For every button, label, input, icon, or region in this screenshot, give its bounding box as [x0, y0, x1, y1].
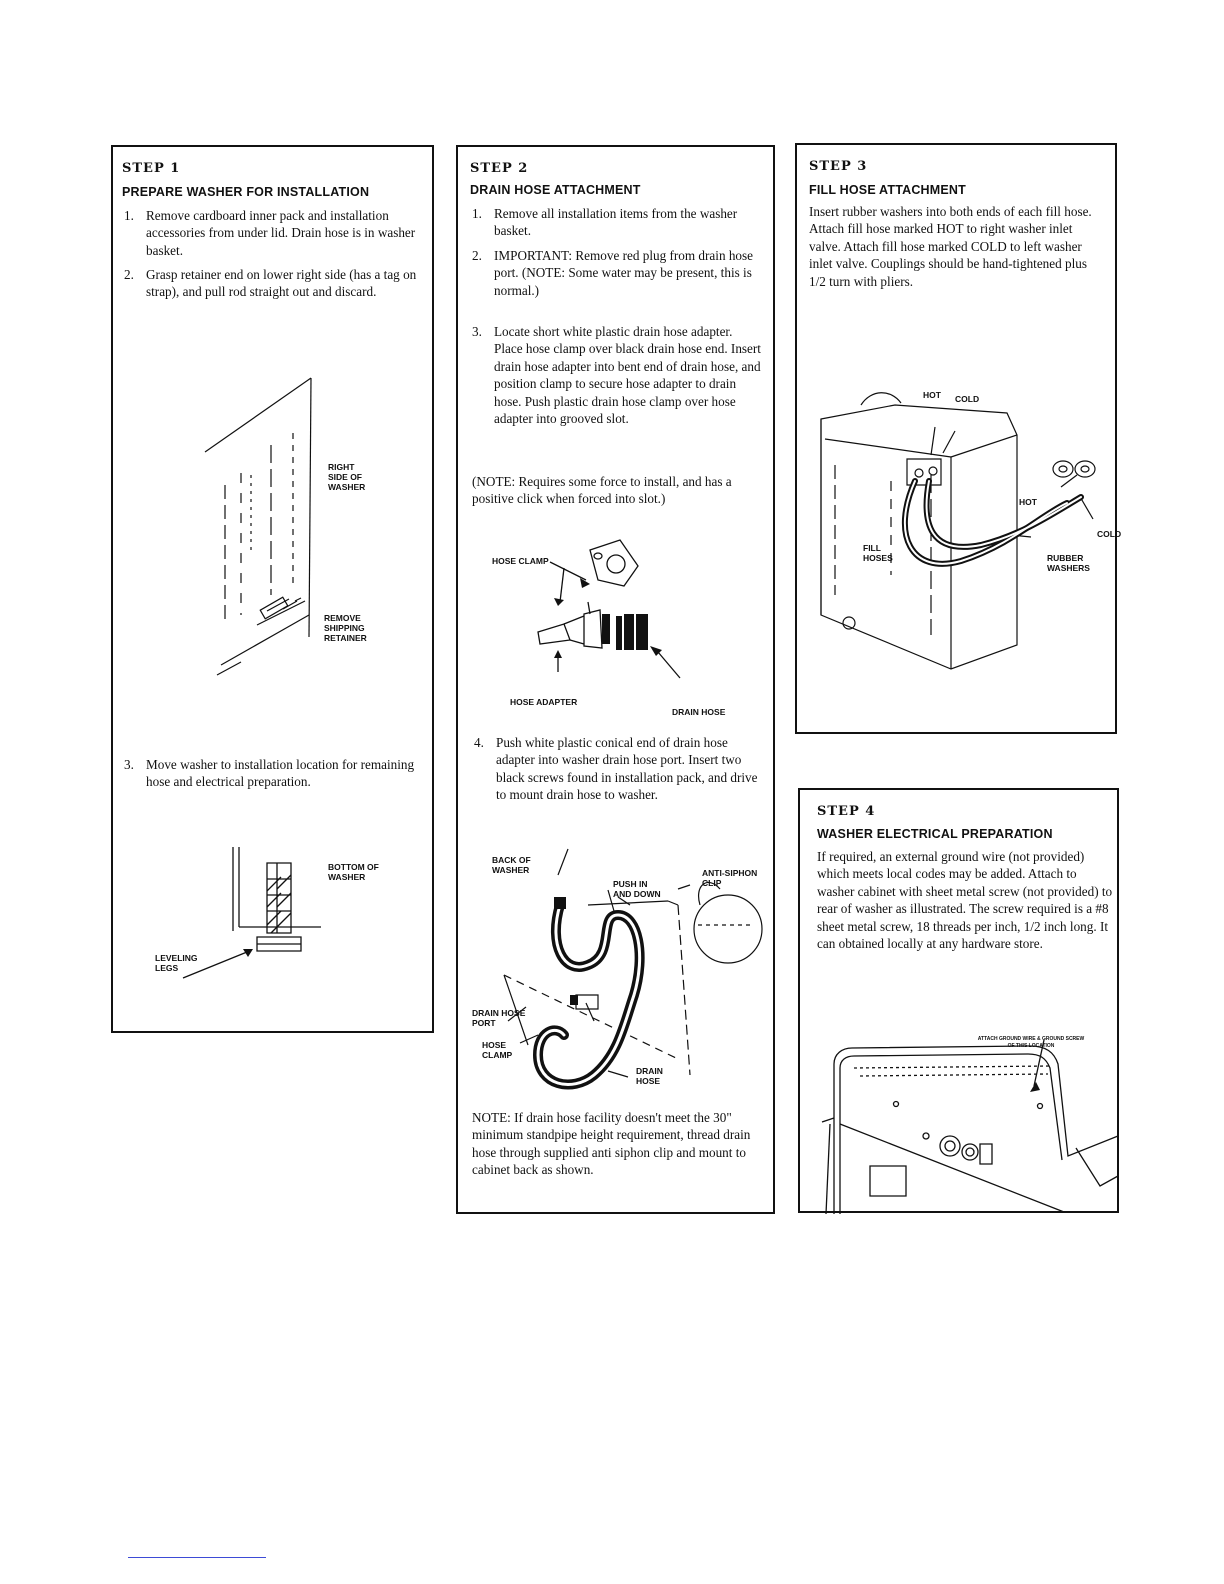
label-right-side: RIGHT SIDE OF WASHER	[328, 462, 366, 492]
step-2-note-2: NOTE: If drain hose facility doesn't mee…	[472, 1110, 751, 1178]
label-bottom-of-washer: BOTTOM OF WASHER	[328, 862, 379, 882]
step-4-number: STEP 4	[817, 804, 876, 819]
label-drain-hose-port: DRAIN HOSE PORT	[472, 1008, 526, 1028]
fill-hose-illustration	[811, 385, 1111, 675]
label-rubber-washers: RUBBER WASHERS	[1047, 553, 1090, 573]
label-drain-hose: DRAIN HOSE	[672, 707, 726, 717]
label-leveling-legs: LEVELING LEGS	[155, 953, 198, 973]
label-hose-adapter: HOSE ADAPTER	[510, 697, 578, 707]
ground-screw-illustration	[800, 1036, 1118, 1214]
label-hose-clamp: HOSE CLAMP	[492, 556, 549, 566]
step-1-title: PREPARE WASHER FOR INSTALLATION	[122, 185, 370, 199]
leveling-legs-illustration	[153, 845, 323, 995]
label-push-in-down: PUSH IN AND DOWN	[613, 879, 661, 899]
step-2-number: STEP 2	[470, 161, 529, 176]
label-fill-hoses: FILL HOSES	[863, 543, 893, 563]
step-3-panel: STEP 3 FILL HOSE ATTACHMENT Insert rubbe…	[795, 143, 1121, 734]
step-1-panel: STEP 1 PREPARE WASHER FOR INSTALLATION 1…	[111, 145, 434, 1033]
label-hot-top: HOT	[923, 390, 941, 400]
label-cold-top: COLD	[955, 394, 980, 404]
label-anti-siphon-clip: ANTI-SIPHON CLIP	[702, 868, 758, 888]
step-2-panel: STEP 2 DRAIN HOSE ATTACHMENT 1. Remove a…	[456, 145, 775, 1214]
washer-side-illustration	[201, 375, 411, 685]
label-hot: HOT	[1019, 497, 1037, 507]
label-drain-hose-2: DRAIN HOSE	[636, 1066, 663, 1086]
step-4-title: WASHER ELECTRICAL PREPARATION	[817, 827, 1053, 841]
step-3-title: FILL HOSE ATTACHMENT	[809, 183, 966, 197]
step-3-text: Insert rubber washers into both ends of …	[809, 204, 1092, 289]
label-hose-clamp-2: HOSE CLAMP	[482, 1040, 513, 1060]
label-cold: COLD	[1097, 529, 1122, 539]
footer-rule	[128, 1557, 266, 1558]
step-3-number: STEP 3	[809, 159, 868, 174]
drain-hose-back-illustration	[468, 845, 768, 1105]
step-1-number: STEP 1	[122, 161, 181, 176]
step-2-note-1: (NOTE: Requires some force to install, a…	[472, 474, 732, 507]
hose-adapter-illustration	[528, 532, 708, 682]
label-ground-wire: ATTACH GROUND WIRE & GROUND SCREW OF THI…	[977, 1036, 1085, 1049]
label-remove-retainer: REMOVE SHIPPING RETAINER	[324, 613, 367, 643]
step-4-text: If required, an external ground wire (no…	[817, 849, 1113, 952]
step-4-panel: STEP 4 WASHER ELECTRICAL PREPARATION If …	[798, 788, 1119, 1213]
step-2-title: DRAIN HOSE ATTACHMENT	[470, 183, 641, 197]
label-back-of-washer: BACK OF WASHER	[492, 855, 531, 875]
